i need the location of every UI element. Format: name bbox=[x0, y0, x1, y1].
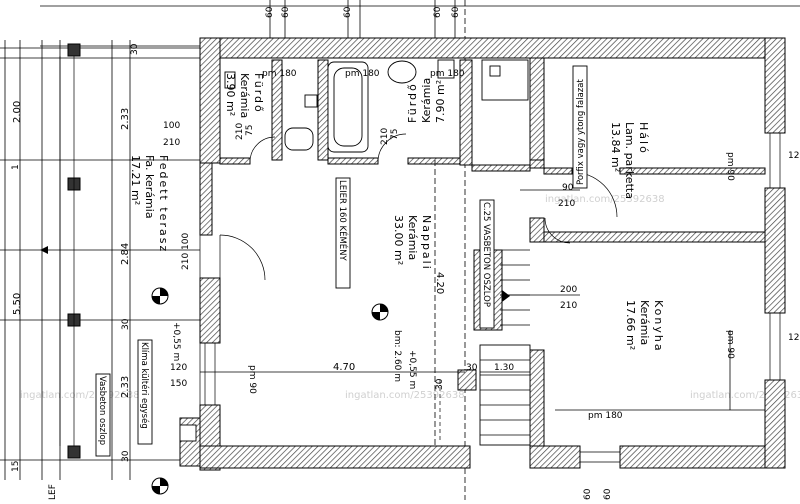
dim-60: 60 bbox=[603, 488, 613, 500]
dim-210: 210 bbox=[235, 123, 245, 140]
room-furdo-small: Fürdő Kerámia 3.90 m² bbox=[224, 73, 265, 118]
dim-210: 210 bbox=[163, 138, 180, 148]
watermark: ingatlan.com/25392638 bbox=[690, 390, 800, 401]
dim-12: 12 bbox=[788, 333, 799, 343]
room-name: Konyha bbox=[652, 300, 665, 353]
dim-90: 90 bbox=[562, 183, 574, 193]
dim-75: 75 bbox=[390, 129, 400, 140]
level-label: +0,55 m bbox=[171, 322, 181, 361]
pm-label: pm 90 bbox=[725, 152, 735, 181]
dim-550: 5.50 bbox=[12, 293, 23, 315]
dim-60: 60 bbox=[583, 488, 593, 500]
porfix-note: Porfix vagy ytong falazat bbox=[576, 79, 586, 185]
room-area: 7.90 m² bbox=[434, 80, 447, 123]
dim-130: 1.30 bbox=[494, 363, 514, 373]
walls bbox=[179, 37, 786, 471]
level-markers bbox=[151, 287, 510, 495]
dim-75: 75 bbox=[245, 125, 255, 136]
room-area: 3.90 m² bbox=[224, 73, 237, 116]
c25-note: C.25 VASBETON OSZLOP bbox=[481, 202, 491, 307]
watermark: ingatlan.com/25392638 bbox=[545, 194, 665, 205]
klima-note: Klíma kültéri egység bbox=[139, 342, 150, 429]
dim-30: 30 bbox=[130, 43, 140, 55]
dim-150: 150 bbox=[170, 379, 187, 389]
dim-470: 4.70 bbox=[333, 362, 355, 373]
dim-420: 4.20 bbox=[434, 272, 445, 294]
dim-15: 15 bbox=[11, 461, 21, 472]
dim-30: 30 bbox=[121, 450, 131, 462]
dim-1: 1 bbox=[11, 164, 21, 170]
room-floor: Fa. kerámia bbox=[143, 155, 156, 219]
room-floor: Kerámia bbox=[238, 73, 251, 118]
dim-210: 210 bbox=[181, 253, 191, 270]
dim-60: 60 bbox=[433, 6, 443, 18]
dim-30: 30 bbox=[466, 363, 478, 373]
watermark: ingatlan.com/25392638 bbox=[345, 390, 465, 401]
dim-210: 210 bbox=[560, 301, 577, 311]
dim-60: 60 bbox=[265, 6, 275, 18]
room-name: Fedett terasz bbox=[157, 155, 170, 253]
room-floor: Kerámia bbox=[420, 78, 433, 123]
vasbeton-oszlop-note: Vasbeton oszlop bbox=[97, 376, 107, 445]
dim-233: 2.33 bbox=[120, 108, 131, 130]
room-labels: Fürdő Kerámia 3.90 m² Fürdő Kerámia 7.90… bbox=[129, 73, 665, 353]
dim-100: 100 bbox=[163, 121, 180, 131]
dim-12: 12 bbox=[788, 151, 799, 161]
dim-210: 210 bbox=[380, 128, 390, 145]
pm-label: pm 180 bbox=[262, 69, 297, 79]
bm-label: bm: 2.60 m bbox=[392, 330, 402, 382]
dim-200: 200 bbox=[560, 285, 577, 295]
room-fedett-terasz: Fedett terasz Fa. kerámia 17.21 m² bbox=[129, 155, 170, 253]
dim-60: 60 bbox=[343, 6, 353, 18]
dim-30: 30 bbox=[121, 318, 131, 330]
room-floor: Lam. parketta bbox=[623, 122, 636, 199]
dim-120: 120 bbox=[170, 363, 187, 373]
room-halo: Háló Lam. parketta 13.84 m² bbox=[609, 122, 650, 199]
dim-60: 60 bbox=[281, 6, 291, 18]
leier-note: LEIER 160 KÉMÉNY bbox=[337, 180, 349, 262]
stairs bbox=[439, 249, 531, 446]
dim-284: 2.84 bbox=[120, 243, 131, 265]
pm-label: pm 180 bbox=[345, 69, 380, 79]
pm-label: pm 90 bbox=[247, 365, 257, 394]
windows bbox=[204, 133, 781, 463]
room-area: 13.84 m² bbox=[609, 122, 622, 172]
room-konyha: Konyha Kerámia 17.66 m² bbox=[624, 300, 665, 353]
room-floor: Kerámia bbox=[638, 300, 651, 345]
room-name: Fürdő bbox=[252, 73, 265, 114]
room-area: 17.21 m² bbox=[129, 155, 142, 205]
guide-lines bbox=[200, 160, 765, 445]
watermarks: ingatlan.com/25392638 ingatlan.com/25392… bbox=[20, 194, 800, 401]
fixtures bbox=[179, 59, 529, 442]
room-nappali: Nappali Kerámia 33.00 m² bbox=[392, 215, 433, 271]
dim-200: 2.00 bbox=[12, 101, 23, 123]
room-furdo-large: Fürdő Kerámia 7.90 m² bbox=[406, 78, 447, 123]
level-label: +0,55 m bbox=[407, 350, 417, 389]
dim-30: 30 bbox=[435, 378, 445, 390]
pm-label: pm 180 bbox=[430, 69, 465, 79]
left-bottom-label: LEF bbox=[48, 484, 58, 500]
dimension-labels: pm 180 pm 180 pm 180 pm 90 pm 90 pm 90 p… bbox=[163, 69, 799, 500]
dim-60: 60 bbox=[451, 6, 461, 18]
room-area: 33.00 m² bbox=[392, 215, 405, 265]
doors bbox=[219, 133, 618, 281]
dim-210: 210 bbox=[558, 199, 575, 209]
dim-100: 100 bbox=[181, 233, 191, 250]
room-name: Nappali bbox=[420, 215, 433, 271]
watermark: ingatlan.com/25392638 bbox=[20, 390, 140, 401]
dim-233b: 2.33 bbox=[120, 376, 131, 398]
room-name: Háló bbox=[637, 122, 650, 155]
pm-label: pm 180 bbox=[588, 411, 623, 421]
room-name: Fürdő bbox=[406, 82, 419, 123]
room-area: 17.66 m² bbox=[624, 300, 637, 350]
left-dimensions: 2.00 2.33 2.84 5.50 2.33 30 30 15 1 LEF bbox=[0, 40, 201, 500]
annotations: Porfix vagy ytong falazat LEIER 160 KÉMÉ… bbox=[95, 65, 588, 457]
pm-label: pm 90 bbox=[725, 330, 735, 359]
room-floor: Kerámia bbox=[406, 215, 419, 260]
